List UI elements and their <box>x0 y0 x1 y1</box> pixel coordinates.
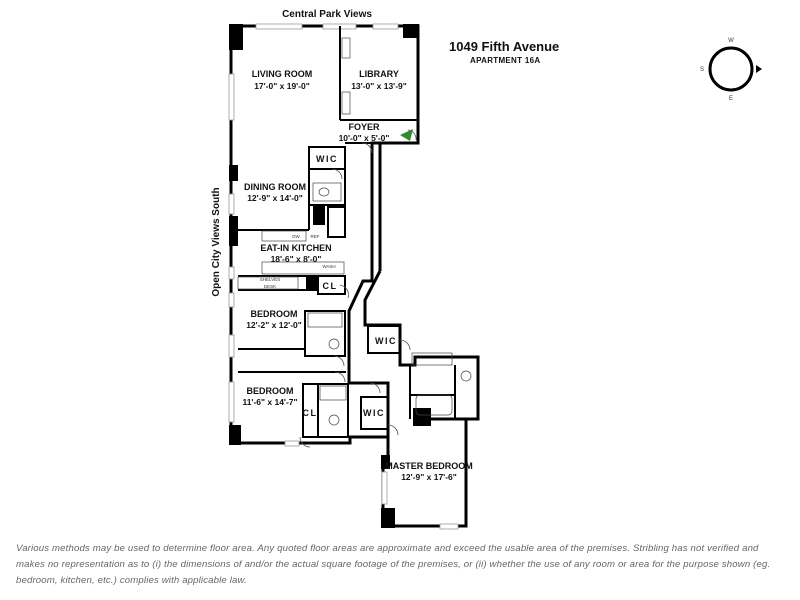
room-bedroom-2: BEDROOM 11'-6" x 14'-7" <box>242 386 297 407</box>
floor-plan: Central Park Views Open City Views South… <box>211 9 762 530</box>
refrigerator-label: REF <box>311 234 320 239</box>
structural-columns <box>229 24 431 528</box>
room-dimensions: 11'-6" x 14'-7" <box>242 397 297 407</box>
room-dimensions: 10'-0" x 5'-0" <box>339 133 390 143</box>
fixtures <box>237 37 472 426</box>
compass: W E S <box>700 38 762 102</box>
room-name: LIBRARY <box>359 69 399 79</box>
side-view-label: Open City Views South <box>211 187 222 296</box>
compass-top-label: W <box>728 38 734 44</box>
room-name: MASTER BEDROOM <box>385 461 473 471</box>
room-dimensions: 12'-2" x 12'-0" <box>246 320 302 330</box>
room-dimensions: 17'-0" x 19'-0" <box>254 81 310 91</box>
apartment-number: APARTMENT 16A <box>470 56 541 65</box>
room-bedroom-1: BEDROOM 12'-2" x 12'-0" <box>246 309 302 330</box>
wic-label-bedroom: WIC <box>363 408 385 418</box>
dishwasher-label: DW <box>292 234 300 239</box>
compass-bottom-label: E <box>729 96 733 102</box>
windows <box>228 23 459 530</box>
cl-label-kitchen: CL <box>323 281 338 291</box>
compass-ring-icon <box>708 46 754 92</box>
legal-disclaimer: Various methods may be used to determine… <box>16 543 771 586</box>
room-eat-in-kitchen: EAT-IN KITCHEN 18'-6" x 8'-0" <box>260 243 331 264</box>
room-library: LIBRARY 13'-0" x 13'-9" <box>351 69 407 91</box>
room-name: LIVING ROOM <box>252 69 313 79</box>
desk-label: DESK <box>264 284 276 289</box>
room-master-bedroom: MASTER BEDROOM 12'-9" x 17'-6" <box>385 461 473 482</box>
wash-label: WASH <box>322 264 335 269</box>
compass-left-label: S <box>700 67 704 73</box>
room-name: BEDROOM <box>247 386 294 396</box>
compass-pointer-icon <box>756 65 762 73</box>
room-name: FOYER <box>348 122 380 132</box>
doors <box>299 129 417 448</box>
property-address: 1049 Fifth Avenue <box>449 39 560 54</box>
room-name: DINING ROOM <box>244 182 306 192</box>
room-name: EAT-IN KITCHEN <box>260 243 331 253</box>
wic-label-corridor: WIC <box>375 336 397 346</box>
shelves-label: SHELVES <box>260 277 280 282</box>
room-dimensions: 18'-6" x 8'-0" <box>271 254 322 264</box>
cl-label-bedroom: CL <box>303 408 318 418</box>
top-view-label: Central Park Views <box>282 9 372 20</box>
room-dimensions: 12'-9" x 14'-0" <box>247 193 303 203</box>
room-dimensions: 13'-0" x 13'-9" <box>351 81 407 91</box>
room-foyer: FOYER 10'-0" x 5'-0" <box>339 122 390 143</box>
room-living-room: LIVING ROOM 17'-0" x 19'-0" <box>252 69 313 91</box>
room-name: BEDROOM <box>251 309 298 319</box>
wic-label-dining: WIC <box>316 154 338 164</box>
entry-arrow-icon <box>400 129 413 141</box>
room-dimensions: 12'-9" x 17'-6" <box>401 472 457 482</box>
room-dining-room: DINING ROOM 12'-9" x 14'-0" <box>244 182 306 203</box>
